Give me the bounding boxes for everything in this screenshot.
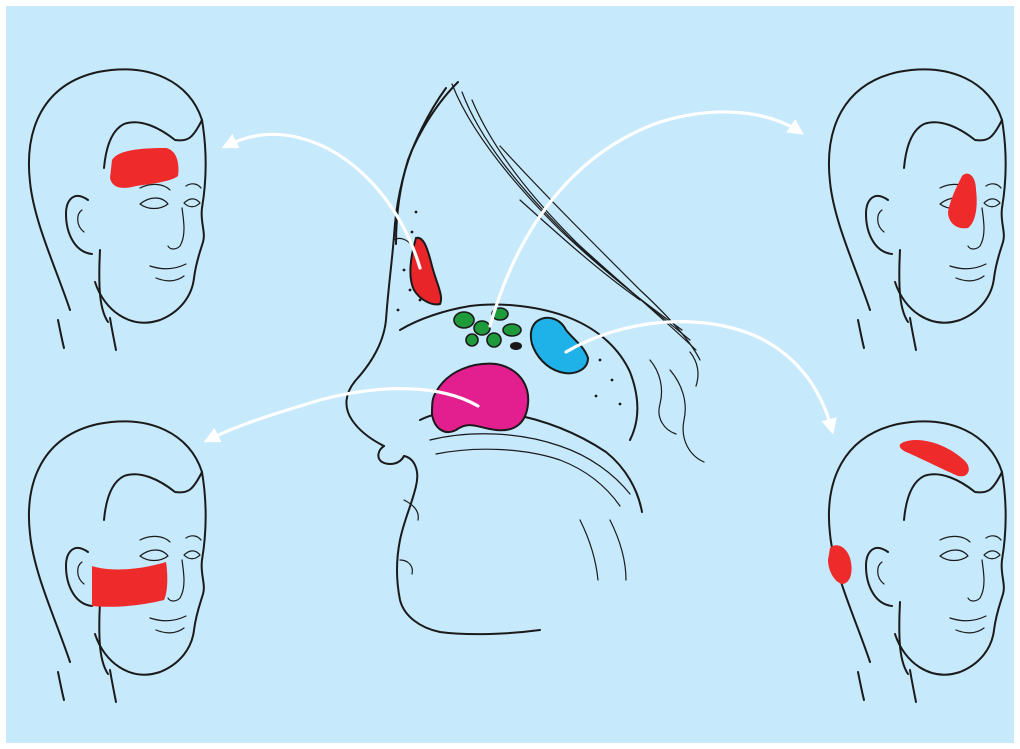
small-black-cell (510, 342, 522, 350)
